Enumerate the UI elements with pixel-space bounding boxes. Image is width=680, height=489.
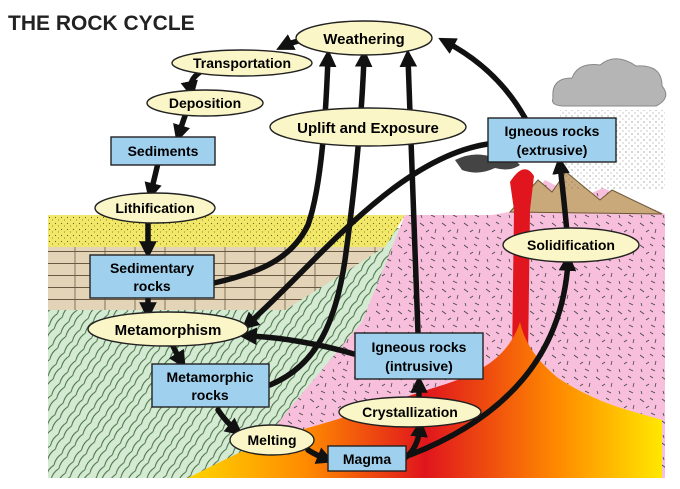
- process-lithification: Lithification: [94, 192, 216, 224]
- rock-metamorphic-line1: Metamorphic: [166, 369, 253, 385]
- rock-magma: Magma: [327, 445, 407, 472]
- process-metamorphism: Metamorphism: [87, 311, 249, 347]
- arrow-deposition-to-sediments: [173, 110, 190, 143]
- rock-sediments-label: Sediments: [128, 143, 199, 159]
- arrow-sedimentary-to-weathering: [211, 49, 337, 286]
- rock-sediments: Sediments: [110, 136, 216, 166]
- rock-extrusive-line1: Igneous rocks: [505, 123, 600, 139]
- rock-magma-label: Magma: [343, 451, 391, 467]
- lava-flow: [510, 169, 534, 360]
- arrow-intrusive-to-weathering: [399, 49, 421, 336]
- arrow-extrusive-to-metamorphism: [241, 141, 491, 330]
- process-melting: Melting: [229, 424, 315, 456]
- rock-metamorphic-line2: rocks: [191, 387, 229, 403]
- process-melting-label: Melting: [248, 432, 297, 448]
- process-labels: Weathering Transportation Deposition Lit…: [87, 20, 640, 456]
- process-transportation-label: Transportation: [193, 55, 291, 71]
- process-weathering-label: Weathering: [323, 31, 404, 48]
- rock-igneous-intrusive: Igneous rocks (intrusive): [354, 332, 484, 380]
- process-crystallization: Crystallization: [338, 396, 482, 428]
- arrow-sediments-to-lithification: [144, 160, 162, 201]
- process-uplift-and-exposure: Uplift and Exposure: [269, 107, 467, 147]
- arrow-intrusive-to-metamorphism: [239, 327, 357, 357]
- process-solidification: Solidification: [502, 227, 640, 263]
- arrow-extrusive-to-weathering: [438, 37, 528, 121]
- rock-intrusive-line1: Igneous rocks: [372, 339, 467, 355]
- rock-metamorphic: Metamorphic rocks: [151, 363, 270, 408]
- rock-extrusive-line2: (extrusive): [517, 142, 588, 158]
- process-solidification-label: Solidification: [527, 237, 615, 253]
- process-metamorphism-label: Metamorphism: [115, 322, 222, 339]
- rock-igneous-extrusive: Igneous rocks (extrusive): [487, 117, 617, 163]
- rock-intrusive-line2: (intrusive): [385, 358, 453, 374]
- page-title: THE ROCK CYCLE: [8, 12, 195, 35]
- arrow-transportation-to-deposition: [180, 69, 203, 99]
- rock-sedimentary-line1: Sedimentary: [110, 260, 194, 276]
- process-deposition: Deposition: [146, 89, 264, 117]
- process-lithification-label: Lithification: [115, 200, 194, 216]
- arrow-magma-to-crystallization: [402, 419, 428, 461]
- process-transportation: Transportation: [171, 49, 313, 77]
- process-deposition-label: Deposition: [169, 95, 241, 111]
- process-crystallization-label: Crystallization: [362, 404, 458, 420]
- rock-boxes: Sediments Sedimentary rocks Metamorphic …: [89, 117, 617, 472]
- arrow-melting-to-magma: [305, 447, 335, 464]
- rock-sedimentary-line2: rocks: [133, 278, 171, 294]
- rock-sedimentary: Sedimentary rocks: [89, 254, 215, 299]
- cloud-icon: [552, 58, 667, 107]
- arrow-solidification-to-extrusive: [552, 156, 570, 235]
- process-uplift-label: Uplift and Exposure: [297, 120, 439, 137]
- process-weathering: Weathering: [295, 20, 433, 56]
- arrow-magma-to-solidification: [407, 253, 577, 458]
- arrow-metamorphic-to-melting: [215, 407, 243, 436]
